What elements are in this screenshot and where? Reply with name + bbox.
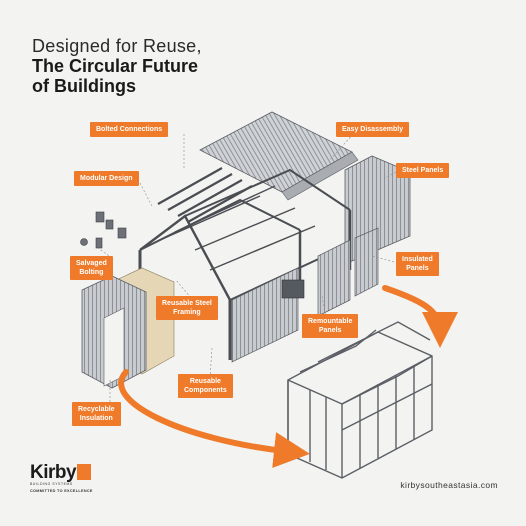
headline-bold: The Circular Future of Buildings xyxy=(32,56,198,96)
callout-reusable-components-l2: Components xyxy=(184,387,227,394)
rebuilt-building xyxy=(287,321,433,479)
callout-reusable-steel-framing-l1: Reusable Steel xyxy=(162,300,212,307)
callout-easy-disassembly: Easy Disassembly xyxy=(336,122,410,137)
callout-salvaged-bolting: Salvaged Bolting xyxy=(70,256,113,280)
callout-salvaged-bolting-l2: Bolting xyxy=(79,269,104,276)
callout-steel-panels: Steel Panels xyxy=(396,163,450,178)
headline-line3: of Buildings xyxy=(32,76,136,96)
callout-reusable-components: Reusable Components xyxy=(178,374,233,398)
callout-remountable-panels: Remountable Panels xyxy=(302,314,359,338)
callout-reusable-steel-framing-l2: Framing xyxy=(173,309,201,316)
callout-insulated-panels: Insulated Panels xyxy=(396,252,439,276)
callout-bolted-connections: Bolted Connections xyxy=(90,122,169,137)
brand-tagline: COMMITTED TO EXCELLENCE xyxy=(30,489,93,493)
website-url: kirbysoutheastasia.com xyxy=(400,480,498,490)
headline-line1: Designed for Reuse, xyxy=(32,36,202,56)
callout-recyclable-insulation: Recyclable Insulation xyxy=(72,402,121,426)
callout-recyclable-insulation-l2: Insulation xyxy=(79,415,113,422)
bolt-icon xyxy=(80,211,127,249)
callout-insulated-panels-l2: Panels xyxy=(406,265,429,272)
brand-logo: Kirby BUILDING SYSTEMS COMMITTED TO EXCE… xyxy=(30,462,93,493)
callout-insulated-panels-l1: Insulated xyxy=(402,256,433,263)
callout-modular-design: Modular Design xyxy=(74,171,139,186)
callout-remountable-panels-l2: Panels xyxy=(318,327,342,334)
callout-reusable-steel-framing: Reusable Steel Framing xyxy=(156,296,218,320)
callout-remountable-panels-l1: Remountable xyxy=(308,318,353,325)
brand-subtitle: BUILDING SYSTEMS xyxy=(30,482,73,486)
headline-line2: The Circular Future xyxy=(32,56,199,76)
kirby-mark-icon xyxy=(77,464,92,480)
callout-salvaged-bolting-l1: Salvaged xyxy=(76,260,107,267)
callout-reusable-components-l1: Reusable xyxy=(189,378,221,385)
exploded-gable-wall xyxy=(81,267,175,389)
brand-name: Kirby xyxy=(30,462,77,483)
callout-recyclable-insulation-l1: Recyclable xyxy=(78,406,115,413)
arrow-icon xyxy=(118,285,458,468)
purlins xyxy=(157,167,253,223)
wall-panels xyxy=(231,227,379,363)
roof-panels xyxy=(199,111,359,201)
